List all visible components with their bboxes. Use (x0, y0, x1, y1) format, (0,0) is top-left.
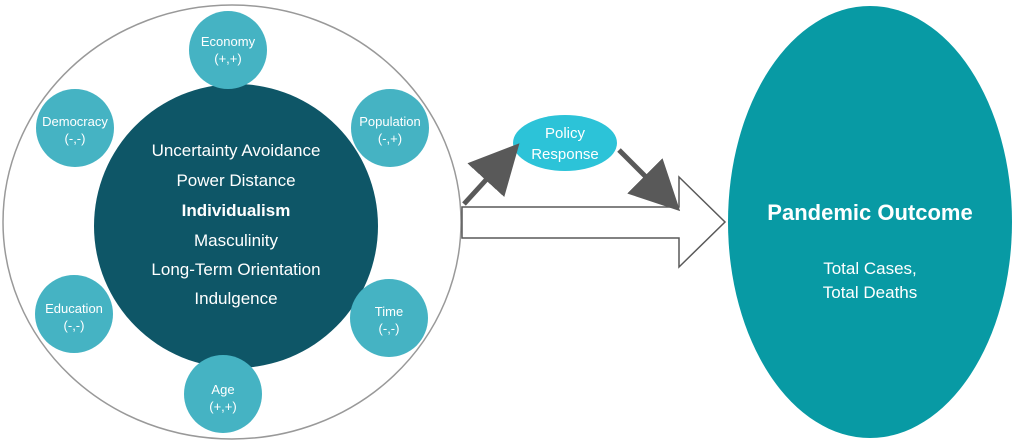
factor-education-sign: (-,-) (64, 318, 85, 333)
culture-item-uncertainty-avoidance: Uncertainty Avoidance (152, 141, 321, 160)
culture-item-power-distance: Power Distance (176, 171, 295, 190)
factor-population-circle (351, 89, 429, 167)
arrow-to-policy (462, 143, 520, 206)
culture-item-indulgence: Indulgence (194, 289, 277, 308)
culture-item-masculinity: Masculinity (194, 231, 279, 250)
factor-democracy: Democracy (-,-) (36, 89, 114, 167)
factor-population: Population (-,+) (351, 89, 429, 167)
factor-time-circle (350, 279, 428, 357)
policy-response-line2: Response (531, 146, 599, 163)
factor-democracy-sign: (-,-) (65, 131, 86, 146)
factor-time-name: Time (375, 304, 403, 319)
pandemic-outcome-title: Pandemic Outcome (767, 200, 972, 225)
factor-economy: Economy (+,+) (189, 11, 267, 89)
factor-democracy-circle (36, 89, 114, 167)
policy-response-line1: Policy (545, 125, 586, 142)
culture-item-long-term-orientation: Long-Term Orientation (151, 260, 320, 279)
factor-economy-sign: (+,+) (214, 51, 241, 66)
factor-democracy-name: Democracy (42, 114, 108, 129)
factor-population-name: Population (359, 114, 420, 129)
factor-age-circle (184, 355, 262, 433)
pandemic-outcome-line1: Total Cases, (823, 259, 917, 278)
factor-education-circle (35, 275, 113, 353)
factor-education: Education (-,-) (35, 275, 113, 353)
culture-item-individualism: Individualism (182, 201, 291, 220)
factor-time: Time (-,-) (350, 279, 428, 357)
arrow-from-policy (617, 148, 681, 212)
factor-education-name: Education (45, 301, 103, 316)
factor-economy-circle (189, 11, 267, 89)
pandemic-outcome-line2: Total Deaths (823, 283, 918, 302)
factor-time-sign: (-,-) (379, 321, 400, 336)
main-hollow-arrow (461, 175, 727, 269)
factor-population-sign: (-,+) (378, 131, 402, 146)
culture-circle (94, 84, 378, 368)
policy-response-ellipse (513, 115, 617, 171)
factor-economy-name: Economy (201, 34, 256, 49)
factor-age: Age (+,+) (184, 355, 262, 433)
factor-age-name: Age (211, 382, 234, 397)
pandemic-outcome-ellipse (728, 6, 1012, 438)
factor-age-sign: (+,+) (209, 399, 236, 414)
